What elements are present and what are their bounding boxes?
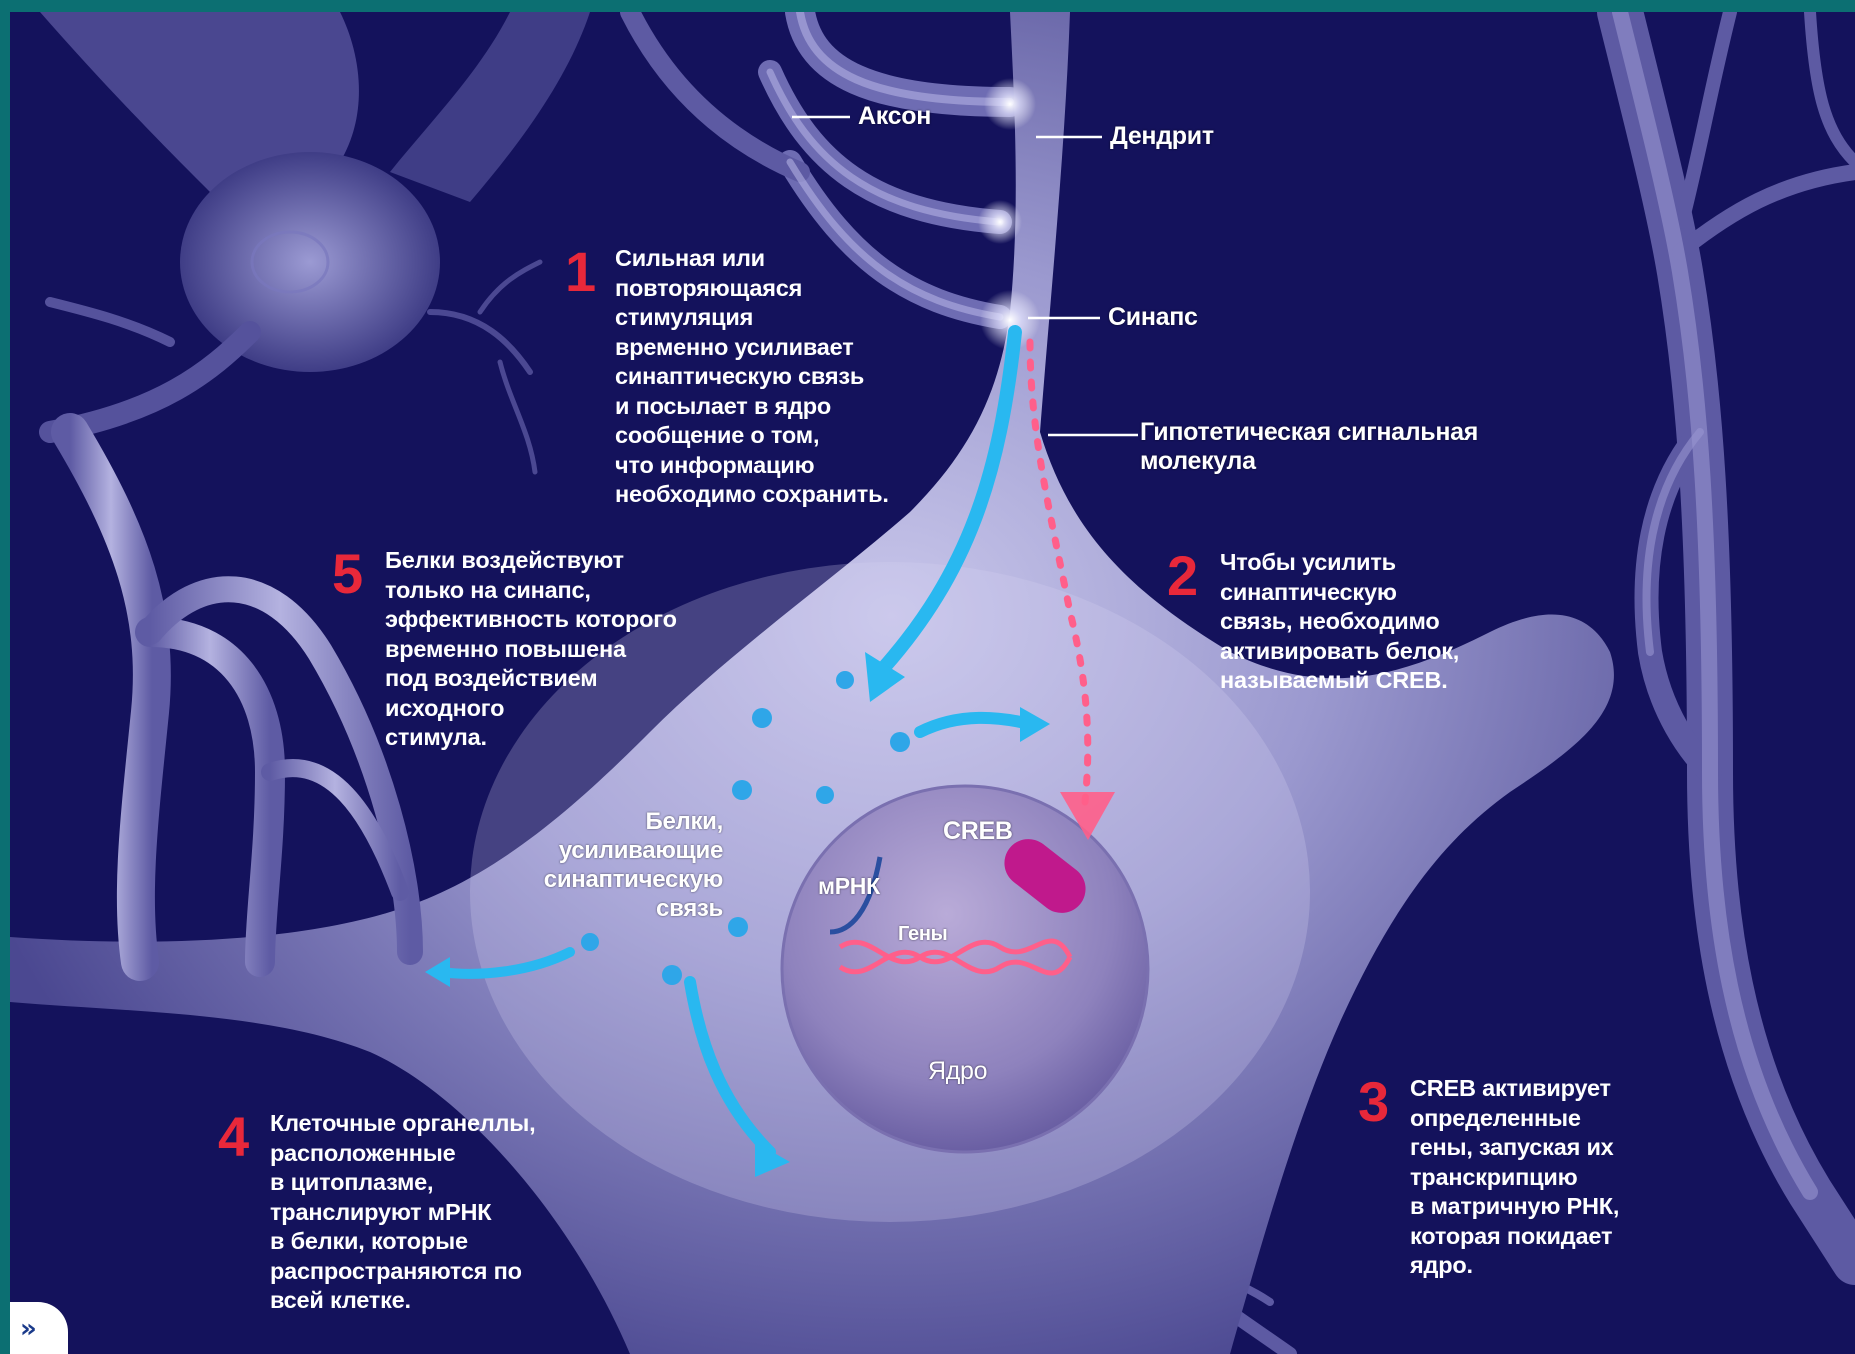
dendrite-label: Дендрит xyxy=(1110,122,1214,151)
diagram-frame: Аксон Дендрит Синапс Гипотетическая сигн… xyxy=(10,12,1855,1354)
step-5-number: 5 xyxy=(332,546,363,602)
step-4-text: Клеточные органеллы, расположенные в цит… xyxy=(270,1109,535,1316)
step-2-number: 2 xyxy=(1167,548,1198,604)
genes-label: Гены xyxy=(898,920,947,949)
nucleus-label: Ядро xyxy=(928,1057,987,1086)
upper-neuron xyxy=(40,12,590,472)
mrna-label: мРНК xyxy=(818,872,880,901)
step-2-text: Чтобы усилить синаптическую связь, необх… xyxy=(1220,548,1459,696)
proteins-label: Белки, усиливающие синаптическую связь xyxy=(480,807,723,923)
creb-label: CREB xyxy=(943,817,1013,846)
step-5-text: Белки воздействуют только на синапс, эфф… xyxy=(385,546,677,753)
step-4-number: 4 xyxy=(218,1109,249,1165)
step-3-number: 3 xyxy=(1358,1074,1389,1130)
step-1-text: Сильная или повторяющаяся стимуляция вре… xyxy=(615,244,889,510)
signal-molecule-label: Гипотетическая сигнальная молекула xyxy=(1140,418,1478,476)
step-3-text: CREB активирует определенные гены, запус… xyxy=(1410,1074,1619,1281)
left-dendrites xyxy=(70,432,410,962)
synapse-label: Синапс xyxy=(1108,303,1198,332)
step-1-number: 1 xyxy=(565,244,596,300)
axon-label: Аксон xyxy=(858,102,931,131)
double-chevron-right-icon: » xyxy=(20,1314,37,1344)
